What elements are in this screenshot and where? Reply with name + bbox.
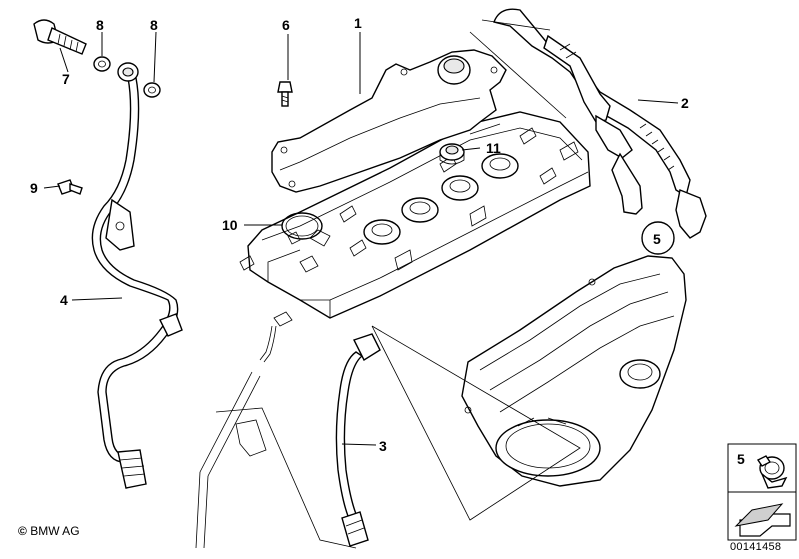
part-9-bolt — [57, 179, 83, 195]
copyright-text: BMW AG — [30, 524, 80, 538]
part-2-ventilation-hose — [493, 8, 707, 239]
callout-5-circle — [641, 221, 675, 255]
callout-10: 10 — [222, 217, 238, 233]
leader-lines — [43, 31, 679, 446]
callout-7: 7 — [62, 71, 70, 87]
valve-cover — [239, 111, 591, 319]
hose-clamp-icon — [756, 455, 788, 489]
callout-6: 6 — [282, 17, 290, 33]
diagram-id: 00141458 — [730, 541, 782, 553]
intake-manifold — [461, 255, 687, 487]
part-3-hose — [335, 333, 381, 547]
callout-5-top: 5 — [653, 231, 661, 247]
callout-11: 11 — [486, 140, 501, 156]
copyright-symbol: © — [18, 524, 27, 538]
part-11-grommet — [439, 143, 465, 165]
part-10-seal-ring — [281, 212, 323, 240]
callout-8-right: 8 — [150, 17, 158, 33]
dipstick-tube — [195, 311, 293, 549]
part-8-washer-b — [143, 82, 161, 98]
callout-8-left: 8 — [96, 17, 104, 33]
part-4-oil-pipe — [91, 62, 183, 489]
part-7-hollow-bolt — [33, 19, 87, 55]
copyright-notice: © BMW AG — [18, 524, 80, 538]
arrow-icon — [734, 503, 791, 537]
callout-1: 1 — [354, 15, 362, 31]
legend-callout-5: 5 — [737, 451, 745, 467]
part-8-washer-a — [93, 56, 111, 72]
callout-3: 3 — [379, 438, 387, 454]
callout-9: 9 — [30, 180, 38, 196]
part-1-cover — [271, 49, 507, 193]
assembly-lines — [215, 19, 581, 549]
callout-4: 4 — [60, 292, 68, 308]
part-6-bolt — [277, 81, 293, 107]
callout-2: 2 — [681, 95, 689, 111]
